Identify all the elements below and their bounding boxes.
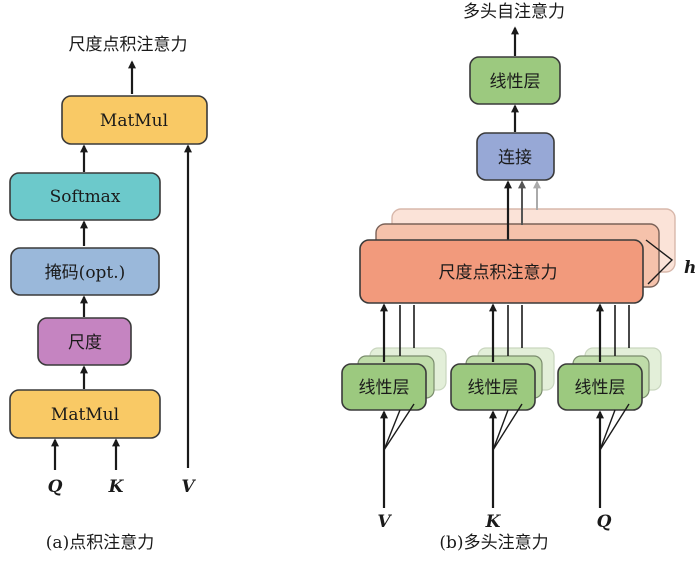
input-q-b: Q (597, 512, 612, 532)
attention-label: 尺度点积注意力 (439, 263, 558, 283)
input-k-b: K (485, 512, 502, 532)
panel-a-caption: (a)点积注意力 (46, 533, 154, 553)
matmul-top-label: MatMul (100, 111, 168, 131)
panel-b-multi-head-attention: 多头自注意力 线性层 连接 尺度点积注意力 h 线性层 (341, 2, 696, 553)
linear-v-label: 线性层 (359, 378, 410, 398)
panel-a-scaled-dot-product-attention: 尺度点积注意力 MatMul Softmax 掩码(opt.) 尺度 MatMu… (9, 35, 208, 553)
fan-v-3 (383, 403, 415, 451)
matmul-bottom-box (9, 389, 161, 439)
linear-top-label: 线性层 (490, 72, 541, 92)
softmax-box (9, 172, 161, 221)
fan-q-3 (599, 403, 630, 451)
fan-k-2 (492, 409, 509, 451)
mask-box (10, 247, 160, 296)
linear-k-box (450, 363, 536, 411)
linear-k-label: 线性层 (468, 378, 519, 398)
softmax-label: Softmax (50, 187, 121, 207)
panel-b-output-label: 多头自注意力 (463, 2, 565, 22)
linear-q-label: 线性层 (575, 378, 626, 398)
fan-v-2 (383, 409, 401, 451)
panel-a-output-label: 尺度点积注意力 (69, 35, 188, 55)
input-k-a: K (108, 477, 125, 497)
linear-q-box (557, 363, 643, 411)
scale-box (37, 317, 132, 366)
attention-head-box (359, 239, 644, 304)
mask-label: 掩码(opt.) (45, 263, 126, 283)
concat-label: 连接 (498, 148, 532, 168)
linear-group-q: 线性层 Q (557, 303, 662, 532)
linear-top-box (469, 56, 561, 105)
linear-group-k: 线性层 K (450, 303, 555, 532)
concat-box (476, 132, 555, 181)
input-v-b: V (377, 512, 392, 532)
heads-bracket (645, 239, 674, 285)
linear-group-v: 线性层 V (341, 303, 447, 532)
heads-label: h (684, 258, 696, 278)
matmul-top-box (61, 95, 208, 145)
input-q-a: Q (48, 477, 63, 497)
input-v-a: V (181, 477, 196, 497)
panel-b-caption: (b)多头注意力 (439, 533, 548, 553)
scale-label: 尺度 (68, 333, 102, 353)
linear-v-box (341, 363, 427, 411)
fan-k-3 (492, 403, 523, 451)
matmul-bottom-label: MatMul (51, 405, 119, 425)
fan-q-2 (599, 409, 616, 451)
